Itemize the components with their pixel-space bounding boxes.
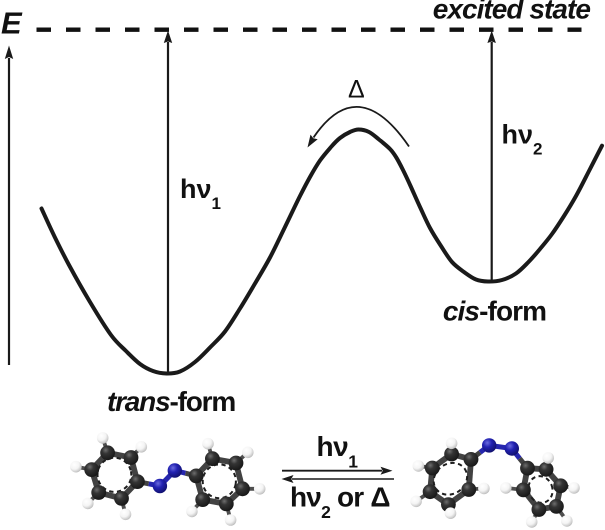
svg-text:Δ: Δ — [348, 76, 365, 104]
svg-text:trans-form: trans-form — [107, 386, 235, 417]
svg-text:cis-form: cis-form — [443, 296, 546, 327]
svg-text:E: E — [1, 5, 23, 40]
svg-text:excited state: excited state — [433, 0, 591, 25]
